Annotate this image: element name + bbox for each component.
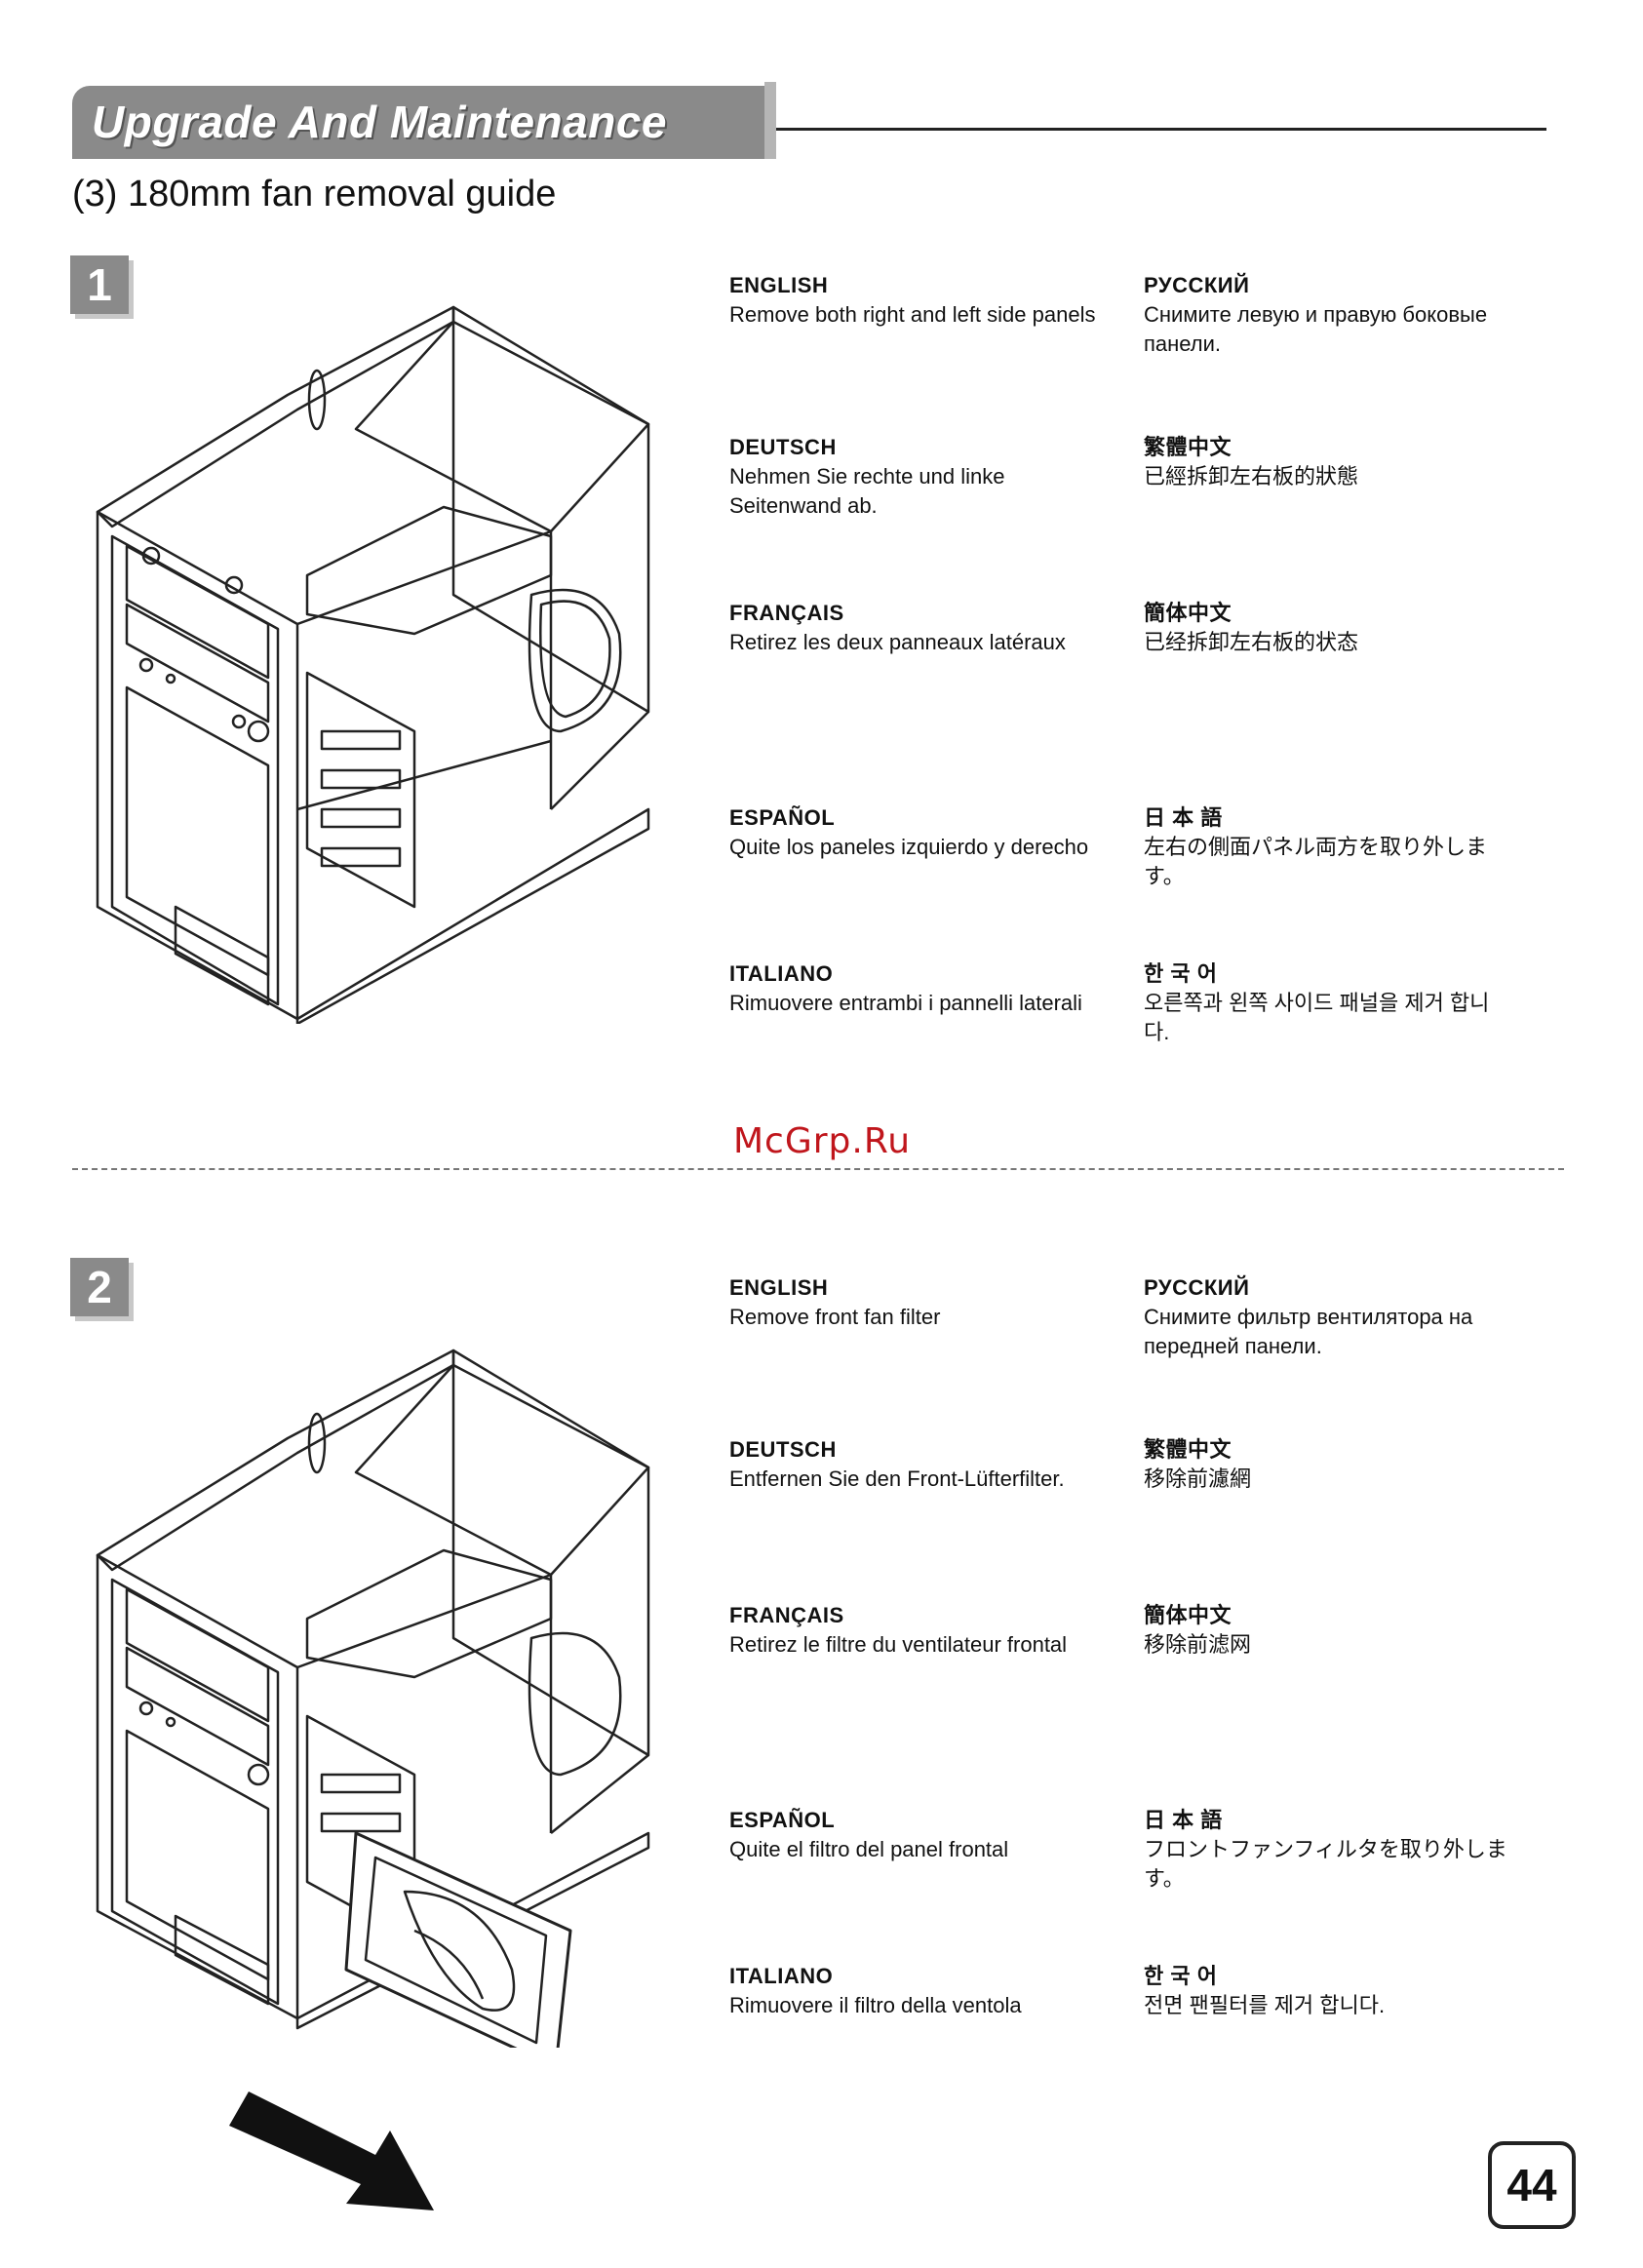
lang-text: Retirez le filtre du ventilateur frontal — [729, 1632, 1068, 1657]
lang-text: Снимите фильтр вентилятора на передней п… — [1144, 1305, 1473, 1358]
lang-name: 繁體中文 — [1144, 1437, 1232, 1462]
section-subtitle: (3) 180mm fan removal guide — [72, 174, 557, 215]
lang-text: Remove front fan filter — [729, 1305, 941, 1329]
lang-text: Rimuovere entrambi i pannelli laterali — [729, 991, 1082, 1015]
lang-name: ESPAÑOL — [729, 805, 836, 830]
lang-text: 전면 팬필터를 제거 합니다. — [1144, 1993, 1386, 2017]
lang-name: РУССКИЙ — [1144, 273, 1250, 297]
step-2-badge: 2 — [70, 1258, 129, 1316]
lang-name: 한 국 어 — [1144, 1964, 1218, 1988]
page-title: Upgrade And Maintenance — [92, 97, 667, 147]
lang-name: 日 本 語 — [1144, 805, 1223, 830]
step-2-italian: ITALIANO Rimuovere il filtro della vento… — [729, 1962, 1100, 2020]
lang-name: ITALIANO — [729, 1964, 834, 1988]
lang-name: ENGLISH — [729, 273, 829, 297]
header-rule — [776, 128, 1546, 131]
lang-name: 簡体中文 — [1144, 601, 1232, 625]
step-1-japanese: 日 本 語 左右の側面パネル両方を取り外します。 — [1144, 803, 1514, 891]
step-2-russian: РУССКИЙ Снимите фильтр вентилятора на пе… — [1144, 1273, 1514, 1361]
step-2-german: DEUTSCH Entfernen Sie den Front-Lüfterfi… — [729, 1435, 1100, 1494]
lang-text: Retirez les deux panneaux latéraux — [729, 630, 1066, 654]
lang-name: 簡体中文 — [1144, 1603, 1232, 1627]
lang-text: 移除前濾網 — [1144, 1466, 1252, 1491]
lang-text: 오른쪽과 왼쪽 사이드 패널을 제거 합니다. — [1144, 991, 1490, 1044]
lang-text: Quite el filtro del panel frontal — [729, 1837, 1009, 1861]
step-1-french: FRANÇAIS Retirez les deux panneaux latér… — [729, 599, 1100, 657]
step-1-italian: ITALIANO Rimuovere entrambi i pannelli l… — [729, 959, 1100, 1018]
step-1-spanish: ESPAÑOL Quite los paneles izquierdo y de… — [729, 803, 1100, 862]
lang-text: Entfernen Sie den Front-Lüfterfilter. — [729, 1466, 1065, 1491]
step-1-badge: 1 — [70, 255, 129, 314]
step-divider — [72, 1168, 1564, 1170]
lang-text: Nehmen Sie rechte und linke Seitenwand a… — [729, 464, 1005, 518]
lang-name: ENGLISH — [729, 1275, 829, 1300]
watermark: McGrp.Ru — [733, 1121, 912, 1161]
lang-name: РУССКИЙ — [1144, 1275, 1250, 1300]
step-2-french: FRANÇAIS Retirez le filtre du ventilateu… — [729, 1601, 1100, 1660]
step-1-german: DEUTSCH Nehmen Sie rechte und linke Seit… — [729, 433, 1100, 521]
step-1-simplified-chinese: 簡体中文 已经拆卸左右板的状态 — [1144, 599, 1514, 657]
lang-text: Снимите левую и правую боковые панели. — [1144, 302, 1488, 356]
step-1-english: ENGLISH Remove both right and left side … — [729, 271, 1100, 330]
lang-name: ITALIANO — [729, 961, 834, 986]
lang-name: 繁體中文 — [1144, 435, 1232, 459]
step-2-traditional-chinese: 繁體中文 移除前濾網 — [1144, 1435, 1514, 1494]
step-2-korean: 한 국 어 전면 팬필터를 제거 합니다. — [1144, 1962, 1514, 2020]
lang-text: フロントファンフィルタを取り外します。 — [1144, 1837, 1507, 1891]
step-1-korean: 한 국 어 오른쪽과 왼쪽 사이드 패널을 제거 합니다. — [1144, 959, 1514, 1047]
lang-text: Quite los paneles izquierdo y derecho — [729, 835, 1089, 859]
step-1-traditional-chinese: 繁體中文 已經拆卸左右板的狀態 — [1144, 433, 1514, 491]
step-1-case-illustration — [96, 305, 650, 1024]
page-number: 44 — [1488, 2141, 1576, 2229]
lang-name: DEUTSCH — [729, 1437, 837, 1462]
step-2-english: ENGLISH Remove front fan filter — [729, 1273, 1100, 1332]
lang-name: 한 국 어 — [1144, 961, 1218, 986]
lang-text: 已经拆卸左右板的状态 — [1144, 630, 1359, 654]
step-2-case-illustration — [96, 1349, 650, 2048]
lang-name: DEUTSCH — [729, 435, 837, 459]
lang-name: ESPAÑOL — [729, 1808, 836, 1832]
lang-name: FRANÇAIS — [729, 1603, 844, 1627]
lang-text: 左右の側面パネル両方を取り外します。 — [1144, 835, 1488, 888]
lang-text: 移除前滤网 — [1144, 1632, 1252, 1657]
lang-name: 日 本 語 — [1144, 1808, 1223, 1832]
step-2-japanese: 日 本 語 フロントファンフィルタを取り外します。 — [1144, 1806, 1514, 1894]
lang-text: 已經拆卸左右板的狀態 — [1144, 464, 1359, 489]
lang-text: Rimuovere il filtro della ventola — [729, 1993, 1022, 2017]
lang-name: FRANÇAIS — [729, 601, 844, 625]
lang-text: Remove both right and left side panels — [729, 302, 1096, 327]
header-band — [72, 82, 776, 159]
step-2-simplified-chinese: 簡体中文 移除前滤网 — [1144, 1601, 1514, 1660]
step-1-russian: РУССКИЙ Снимите левую и правую боковые п… — [1144, 271, 1514, 359]
removal-arrow-icon — [229, 2092, 434, 2210]
step-2-spanish: ESPAÑOL Quite el filtro del panel fronta… — [729, 1806, 1100, 1864]
